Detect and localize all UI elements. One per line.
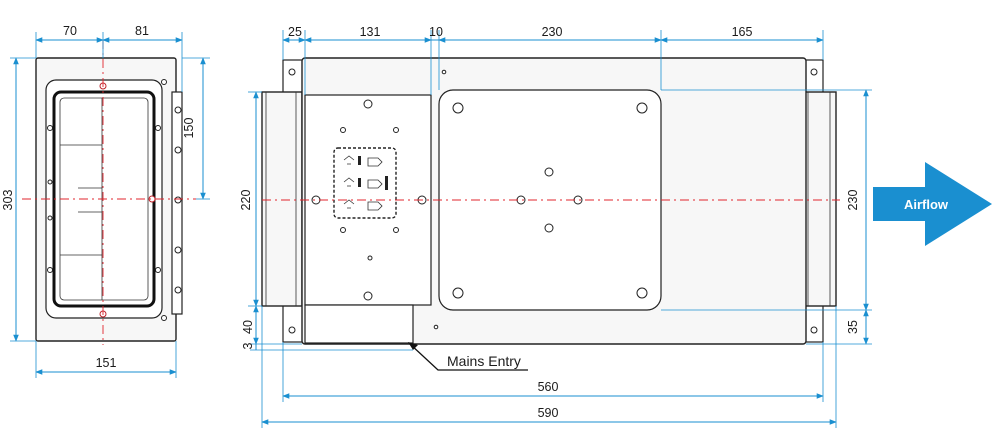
mains-entry-leader <box>409 343 528 371</box>
dim-front-220: 220 <box>239 190 253 211</box>
dim-front-230-top: 230 <box>542 25 563 39</box>
dim-front-35: 35 <box>846 320 860 334</box>
dim-front-590: 590 <box>538 406 559 420</box>
dim-front-3: 3 <box>241 342 255 349</box>
front-view-mounting-holes <box>288 68 818 334</box>
dim-front-10: 10 <box>429 25 443 39</box>
front-view-right-spigot <box>803 91 837 307</box>
dim-side-70: 70 <box>63 24 77 38</box>
airflow-label: Airflow <box>904 197 949 212</box>
front-view-dimensions: 25 131 10 230 165 220 40 3 230 35 560 <box>239 25 872 428</box>
dim-side-81: 81 <box>135 24 149 38</box>
mains-entry-label: Mains Entry <box>447 353 521 369</box>
airflow-arrow-icon <box>873 162 992 246</box>
front-view-panel-screws <box>452 102 648 299</box>
dim-front-165: 165 <box>732 25 753 39</box>
front-view-terminal-symbols <box>343 155 388 211</box>
dim-side-303: 303 <box>1 190 15 211</box>
airflow-indicator: Airflow <box>873 162 992 246</box>
front-view-left-spigot <box>261 91 303 307</box>
front-view <box>261 57 840 345</box>
dim-front-40: 40 <box>241 320 255 334</box>
dim-side-151: 151 <box>96 356 117 370</box>
dim-front-560: 560 <box>538 380 559 394</box>
dim-front-25: 25 <box>288 25 302 39</box>
dim-side-150: 150 <box>182 118 196 139</box>
front-view-mains-entry-box <box>304 304 414 344</box>
dim-front-131: 131 <box>360 25 381 39</box>
side-view-flange-holes <box>47 79 167 321</box>
mains-entry-callout: Mains Entry <box>408 342 528 371</box>
side-view <box>22 40 196 345</box>
dim-front-230-right: 230 <box>846 190 860 211</box>
side-view-dimensions: 70 81 303 150 151 <box>1 24 210 378</box>
side-view-edge-bolts <box>174 106 182 294</box>
mains-entry-arrow-icon <box>408 342 418 350</box>
